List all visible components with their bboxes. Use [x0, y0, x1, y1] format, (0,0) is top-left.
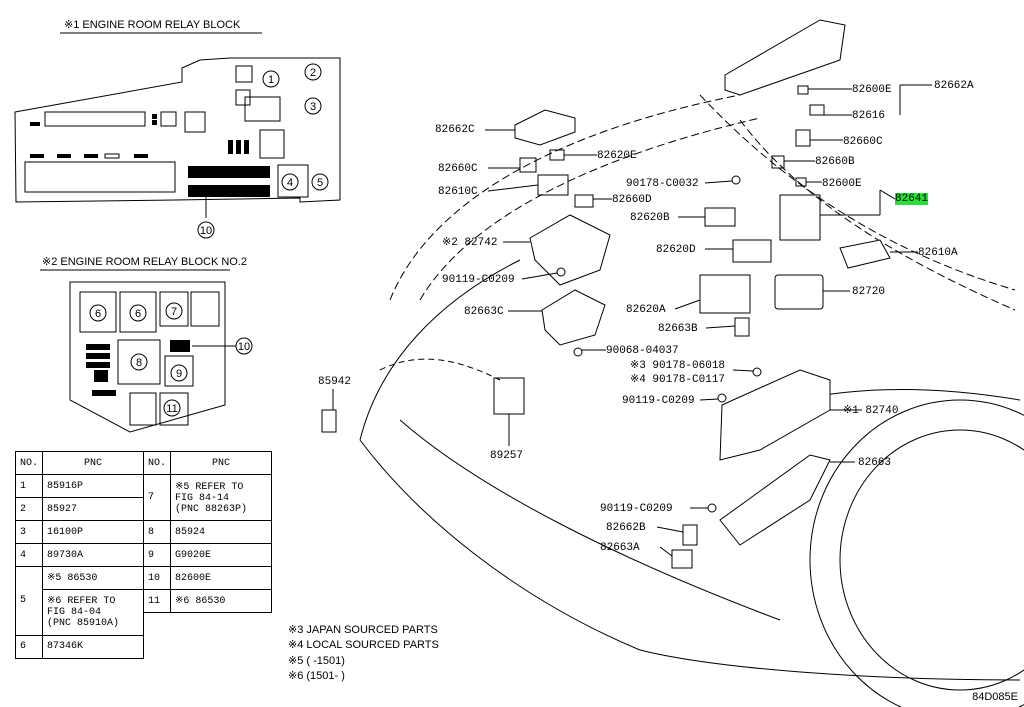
- label-82742: ※2 82742: [442, 237, 498, 249]
- row-pnc: 85924: [170, 520, 273, 544]
- label-82662B: 82662B: [606, 522, 646, 534]
- label-82660C-left: 82660C: [438, 163, 478, 175]
- ref-line-1: ※6 REFER TO: [47, 596, 116, 608]
- relay-block-1-title: ※1 ENGINE ROOM RELAY BLOCK: [64, 19, 241, 31]
- label-89257: 89257: [490, 450, 524, 462]
- row-no: 8: [143, 520, 172, 544]
- row-no: 3: [14, 520, 44, 544]
- ref-line-2: FIG 84-04: [47, 607, 102, 619]
- label-90119-C0209-bot: 90119-C0209: [600, 503, 673, 515]
- row-no: 10: [143, 566, 172, 590]
- row-pnc-ref: ※6 REFER TO FIG 84-04 (PNC 85910A): [42, 589, 145, 636]
- row-pnc: 85916P: [42, 474, 145, 498]
- label-90178-06018: ※3 90178-06018: [630, 360, 726, 372]
- label-90068-04037: 90068-04037: [606, 345, 679, 357]
- row-no: 1: [14, 474, 44, 498]
- label-90119-C0209-top: 90119-C0209: [442, 274, 515, 286]
- label-82663A: 82663A: [600, 542, 640, 554]
- label-82660D: 82660D: [612, 194, 652, 206]
- label-82663C: 82663C: [464, 306, 504, 318]
- row-no: 7: [143, 474, 172, 521]
- ref-line-2: FIG 84-14: [175, 492, 230, 504]
- label-82616: 82616: [852, 110, 886, 122]
- note-3: ※3 JAPAN SOURCED PARTS: [288, 624, 438, 636]
- circle-2: 2: [310, 67, 316, 79]
- circle-4: 4: [287, 177, 293, 189]
- label-82641-highlighted[interactable]: 82641: [895, 193, 929, 205]
- circle-8: 8: [136, 357, 142, 369]
- row-pnc: G9020E: [170, 543, 273, 567]
- circle-9: 9: [176, 368, 182, 380]
- label-82620B: 82620B: [630, 212, 670, 224]
- label-82660B: 82660B: [815, 156, 855, 168]
- label-82620A: 82620A: [626, 304, 666, 316]
- note-5: ※5 ( -1501): [288, 655, 345, 667]
- label-82663: 82663: [858, 457, 892, 469]
- circle-1: 1: [268, 74, 274, 86]
- label-82620E: 82620E: [597, 150, 637, 162]
- row-pnc-ref: ※5 REFER TO FIG 84-14 (PNC 88263P): [170, 474, 273, 521]
- circle-3: 3: [310, 101, 316, 113]
- row-pnc: ※5 86530: [42, 566, 145, 590]
- label-82620D: 82620D: [656, 244, 696, 256]
- label-90178-C0117: ※4 90178-C0117: [630, 374, 726, 386]
- relay-block-2-outline: [69, 281, 226, 433]
- row-pnc: 89730A: [42, 543, 145, 567]
- label-82663B: 82663B: [658, 323, 698, 335]
- row-no: 11: [143, 589, 172, 613]
- label-82740: ※1 82740: [843, 405, 899, 417]
- row-pnc: 82600E: [170, 566, 273, 590]
- circle-6a: 6: [95, 308, 101, 320]
- header-pnc-left: PNC: [42, 451, 145, 475]
- circle-6b: 6: [135, 308, 141, 320]
- row-no: 4: [14, 543, 44, 567]
- pnc-table: NO. PNC NO. PNC 1 85916P 7 ※5 REFER TO F…: [14, 451, 273, 659]
- figure-reference: 84D085E: [972, 691, 1018, 703]
- label-85942: 85942: [318, 376, 352, 388]
- label-82662C: 82662C: [435, 124, 475, 136]
- circle-10b: 10: [238, 341, 250, 353]
- label-90178-C0032: 90178-C0032: [626, 178, 699, 190]
- relay-block-2-title: ※2 ENGINE ROOM RELAY BLOCK NO.2: [42, 256, 248, 268]
- label-82720: 82720: [852, 286, 886, 298]
- note-4: ※4 LOCAL SOURCED PARTS: [288, 639, 439, 651]
- note-6: ※6 (1501- ): [288, 670, 345, 682]
- row-pnc: 87346K: [42, 634, 145, 659]
- label-90119-C0209-mid: 90119-C0209: [622, 395, 695, 407]
- label-82662A: 82662A: [934, 80, 974, 92]
- ref-line-3: (PNC 85910A): [47, 618, 120, 630]
- ref-line-1: ※5 REFER TO: [175, 481, 244, 493]
- row-pnc: 85927: [42, 497, 145, 521]
- circle-7: 7: [171, 306, 177, 318]
- row-pnc: 16100P: [42, 520, 145, 544]
- label-82610A: 82610A: [918, 247, 958, 259]
- ref-line-3: (PNC 88263P): [175, 503, 248, 515]
- relay-block-1-outline: [14, 57, 341, 203]
- circle-10: 10: [200, 225, 212, 237]
- label-82610C: 82610C: [438, 186, 478, 198]
- row-no: 9: [143, 543, 172, 567]
- row-no: 5: [14, 566, 44, 636]
- circle-5: 5: [317, 177, 323, 189]
- row-no: 6: [14, 634, 44, 659]
- label-82600E-2: 82600E: [822, 178, 862, 190]
- circle-11: 11: [166, 403, 177, 415]
- label-82660C-right: 82660C: [843, 136, 883, 148]
- header-pnc-right: PNC: [170, 451, 273, 475]
- row-no: 2: [14, 497, 44, 521]
- header-no-left: NO.: [14, 451, 44, 475]
- row-pnc: ※6 86530: [170, 589, 273, 613]
- label-82600E-1: 82600E: [852, 84, 892, 96]
- header-no-right: NO.: [143, 451, 172, 475]
